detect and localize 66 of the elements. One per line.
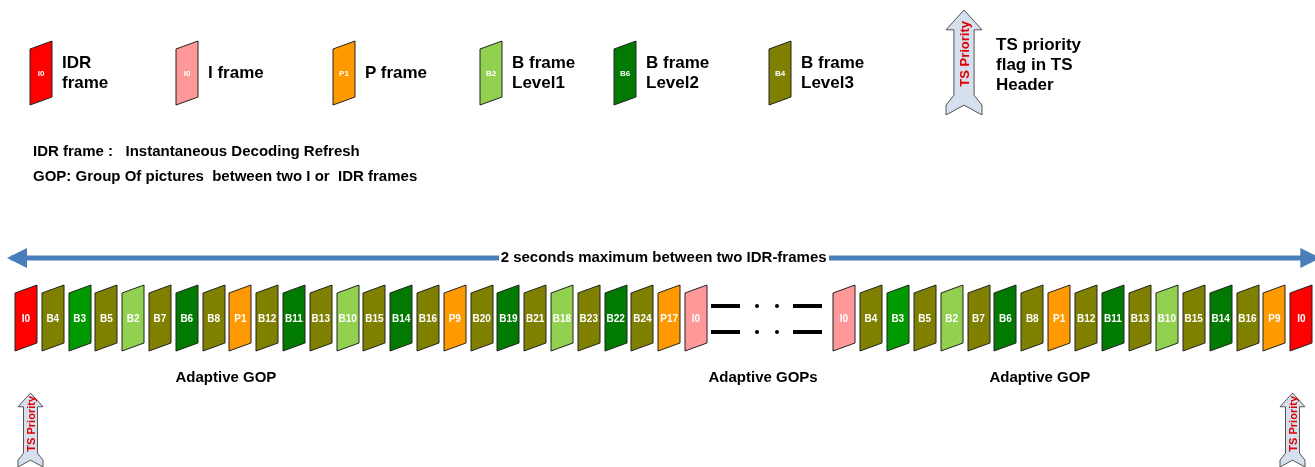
- frame-label: B3: [73, 312, 86, 324]
- frame-label: B19: [499, 312, 518, 324]
- frame-label: B4: [774, 68, 786, 78]
- frame-label: B21: [526, 312, 545, 324]
- frame-label: B20: [472, 312, 491, 324]
- frame-label: B2: [485, 68, 497, 78]
- frame-label: B5: [918, 312, 932, 324]
- frame-label: B14: [1211, 312, 1230, 324]
- frame-label: B15: [365, 312, 384, 324]
- legend-text: TS priority flag in TS Header: [996, 35, 1082, 95]
- flag-label: TS Priority: [1286, 396, 1299, 452]
- frame-label: B6: [999, 312, 1012, 324]
- legend-text: IDR frame: [62, 53, 110, 93]
- frame-label: B15: [1184, 312, 1203, 324]
- frame-label: B2: [945, 312, 958, 324]
- flag-label: TS Priority: [956, 21, 972, 87]
- group-label: Adaptive GOPs: [708, 368, 818, 385]
- frame-label: B11: [285, 312, 303, 324]
- frame-label: I0: [839, 312, 849, 324]
- frame-label: B4: [46, 312, 60, 324]
- group-label: Adaptive GOP: [175, 368, 277, 385]
- frame-label: B12: [1076, 312, 1096, 324]
- frame-label: B11: [1104, 312, 1122, 324]
- frame-label: B24: [633, 312, 652, 324]
- frame-label: B13: [1130, 312, 1150, 324]
- frame-label: B18: [552, 312, 572, 324]
- frame-label: P1: [234, 312, 247, 324]
- edge-label: 2 seconds maximum between two IDR-frames: [498, 248, 829, 265]
- frame-label: B16: [418, 312, 438, 324]
- frame-label: B7: [972, 312, 985, 324]
- frame-label: B8: [207, 312, 220, 324]
- frame-label: B13: [311, 312, 330, 324]
- flag-label: TS Priority: [24, 396, 37, 452]
- frame-label: B12: [258, 312, 277, 324]
- frame-label: B7: [153, 312, 167, 324]
- legend-text: B frame Level3: [801, 53, 866, 93]
- frame-label: I0: [21, 312, 31, 324]
- frame-label: B6: [619, 68, 631, 78]
- frame-label: P9: [448, 312, 461, 324]
- frame-label: P17: [660, 312, 679, 324]
- legend-text: P frame: [365, 63, 429, 83]
- frame-label: P9: [1268, 312, 1281, 324]
- frame-label: I0: [691, 312, 701, 324]
- legend-text: I frame: [208, 63, 265, 83]
- frame-label: B23: [579, 312, 598, 324]
- frame-label: B16: [1238, 312, 1257, 324]
- frame-label: I0: [1297, 312, 1306, 324]
- frame-label: B6: [180, 312, 194, 324]
- frame-label: I0: [183, 68, 191, 78]
- definition-note: IDR frame : Instantaneous Decoding Refresh: [33, 142, 360, 159]
- legend-text: B frame Level1: [512, 53, 577, 93]
- frame-label: B14: [392, 312, 411, 324]
- frame-label: I0: [37, 68, 45, 78]
- frame-label: P1: [1053, 312, 1066, 324]
- legend-text: B frame Level2: [646, 53, 711, 93]
- frame-label: B22: [606, 312, 625, 324]
- frame-label: B3: [891, 312, 905, 324]
- frame-label: B8: [1025, 312, 1039, 324]
- frame-label: P1: [339, 68, 349, 78]
- frame-label: B5: [100, 312, 113, 324]
- frame-label: B4: [864, 312, 878, 324]
- frame-label: B10: [1157, 312, 1176, 324]
- frame-label: B2: [126, 312, 140, 324]
- definition-note: GOP: Group Of pictures between two I or IDR frames: [33, 167, 418, 184]
- frame-label: B10: [338, 312, 357, 324]
- group-label: Adaptive GOP: [989, 368, 1091, 385]
